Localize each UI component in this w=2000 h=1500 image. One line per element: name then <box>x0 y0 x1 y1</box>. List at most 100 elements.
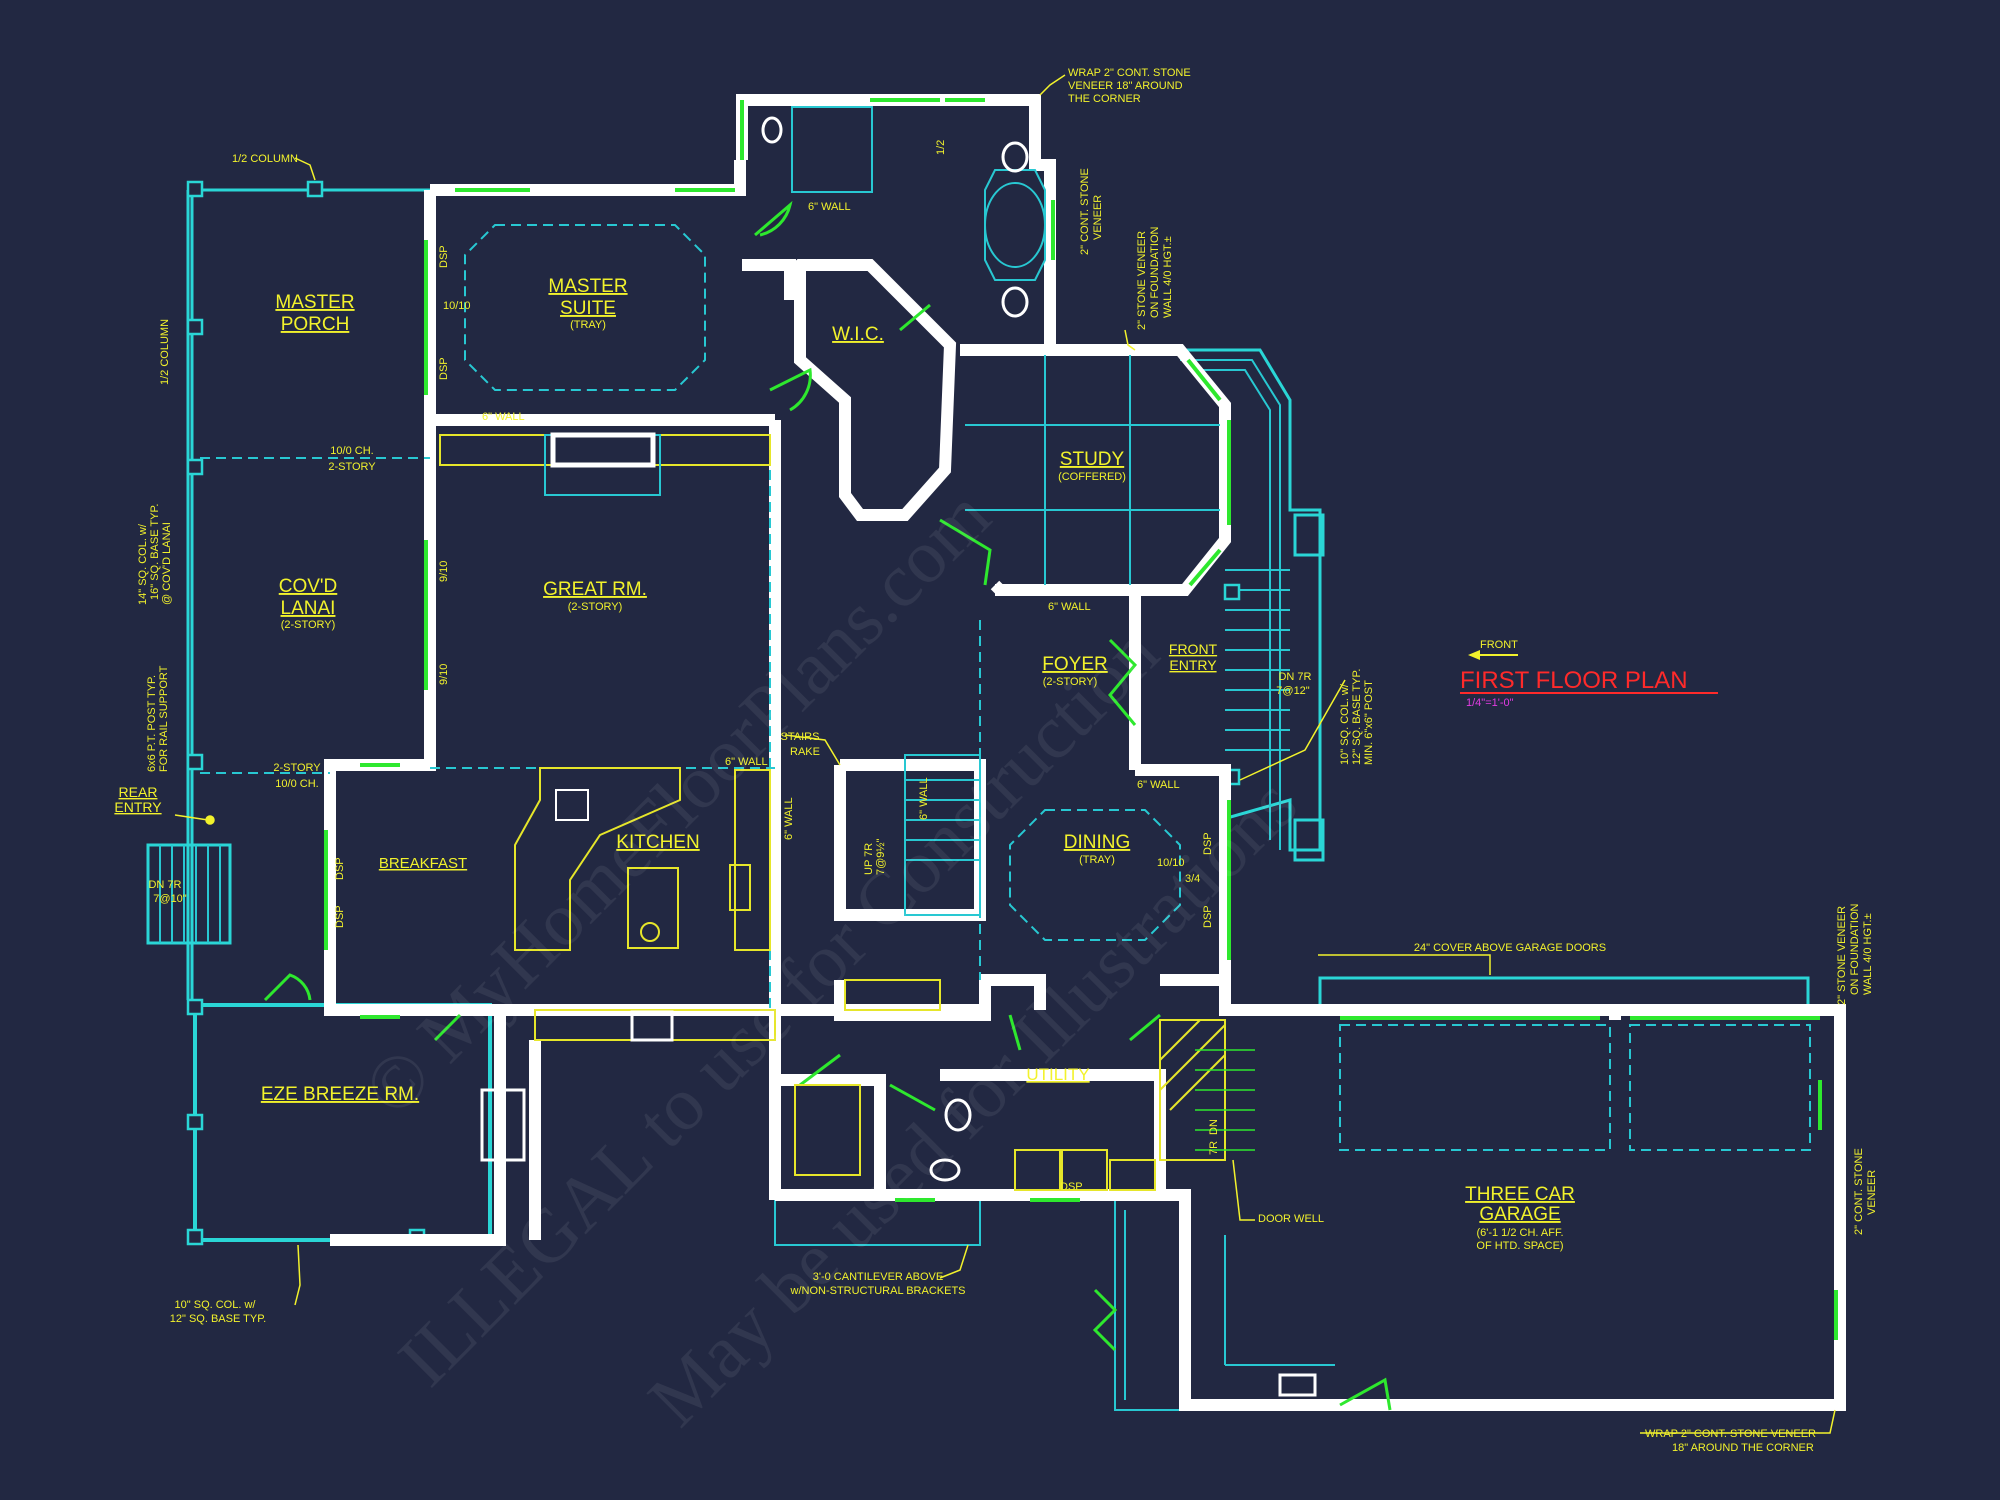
label-master-suite-2: SUITE <box>560 298 616 319</box>
note-col10-front-3: MIN. 6"x6" POST <box>1363 680 1375 765</box>
label-garage-2: GARAGE <box>1479 1204 1560 1225</box>
note-dsp-4: DSP <box>334 905 346 928</box>
note-col10-front-2: 12" SQ. BASE TYP. <box>1351 669 1363 765</box>
note-12: 1/2 <box>935 140 947 155</box>
plan-title: FIRST FLOOR PLAN 1/4"=1'-0" <box>1460 667 1718 709</box>
note-post: 6x6 P.T. POST TYP. <box>146 675 158 772</box>
note-cont-stone-right: 2" CONT. STONE <box>1853 1148 1865 1235</box>
title-scale: 1/4"=1'-0" <box>1466 697 1514 709</box>
label-wic: W.I.C. <box>832 324 884 345</box>
note-dn-front-2: 7@12" <box>1276 685 1310 697</box>
note-col14-2: 16" SQ. BASE TYP. <box>149 504 161 600</box>
note-col14: 14" SQ. COL. w/ <box>137 523 149 605</box>
note-stone-foundation-top-2: ON FOUNDATION <box>1149 226 1161 318</box>
note-cont-stone: 2" CONT. STONE <box>1079 168 1091 255</box>
note-cantilever: 3'-0 CANTILEVER ABOVE <box>813 1271 943 1283</box>
note-stone-foundation-top-3: WALL 4/0 HGT.± <box>1162 236 1174 318</box>
note-dn-rear: DN 7R <box>148 879 181 891</box>
note-910-a: 9/10 <box>438 561 450 582</box>
label-rear-entry-2: ENTRY <box>114 799 162 815</box>
note-cont-stone-2: VENEER <box>1092 195 1104 240</box>
note-cantilever-2: w/NON-STRUCTURAL BRACKETS <box>790 1285 966 1297</box>
note-1010-a: 10/10 <box>443 300 471 312</box>
note-ch-bottom-2: 10/0 CH. <box>275 778 318 790</box>
note-six-wall-stair-vert: 6" WALL <box>918 777 930 820</box>
note-half-column-side: 1/2 COLUMN <box>159 319 171 385</box>
note-ch-top-2: 2-STORY <box>328 461 376 473</box>
note-wrap-stone-bottom: WRAP 2" CONT. STONE VENEER <box>1645 1428 1816 1440</box>
note-wrap-stone-top: WRAP 2" CONT. STONE <box>1068 67 1191 79</box>
note-six-wall-suite: 6" WALL <box>482 411 525 423</box>
note-six-wall-stair: 6" WALL <box>1137 779 1180 791</box>
doors <box>263 200 1392 1411</box>
note-1010-b: 10/10 <box>1157 857 1185 869</box>
label-utility: UTILITY <box>1026 1065 1089 1084</box>
note-six-wall-vert: 6" WALL <box>783 797 795 840</box>
label-dining: DINING <box>1064 832 1131 853</box>
label-garage-3: (6'-1 1/2 CH. AFF. <box>1476 1227 1563 1239</box>
leaders <box>174 74 1836 1434</box>
note-col10-bottom: 10" SQ. COL. w/ <box>175 1299 257 1311</box>
note-half-column-top: 1/2 COLUMN <box>232 153 298 165</box>
label-covd-lanai-2: LANAI <box>281 598 336 619</box>
note-six-wall-bath: 6" WALL <box>808 201 851 213</box>
notes: 1/2 COLUMN 1/2 COLUMN WRAP 2" CONT. STON… <box>137 67 1878 1454</box>
note-wrap-stone-top-3: THE CORNER <box>1068 93 1141 105</box>
note-wrap-stone-bottom-2: 18" AROUND THE CORNER <box>1672 1442 1814 1454</box>
room-labels: MASTER PORCH MASTER SUITE (TRAY) W.I.C. … <box>114 276 1575 1252</box>
note-up-stair-2: 7@9½" <box>875 838 887 875</box>
note-dn-front: DN 7R <box>1278 671 1311 683</box>
label-eze-breeze: EZE BREEZE RM. <box>261 1084 419 1105</box>
note-34: 3/4 <box>1185 873 1200 885</box>
note-dsp-2: DSP <box>438 357 450 380</box>
label-front-entry: FRONT <box>1169 641 1218 657</box>
title-text: FIRST FLOOR PLAN <box>1460 667 1688 694</box>
label-master-porch-2: PORCH <box>281 314 350 335</box>
label-great-rm-2story: (2-STORY) <box>568 601 623 613</box>
note-up-stair: UP 7R <box>863 843 875 875</box>
note-stone-foundation-right-2: ON FOUNDATION <box>1849 903 1861 995</box>
note-dn-well: DN <box>1208 1119 1220 1135</box>
label-dining-tray: (TRAY) <box>1079 854 1115 866</box>
label-front-entry-2: ENTRY <box>1169 657 1217 673</box>
label-breakfast: BREAKFAST <box>379 855 467 872</box>
note-wrap-stone-top-2: VENEER 18" AROUND <box>1068 80 1183 92</box>
note-ch-top: 10/0 CH. <box>330 445 373 457</box>
label-master-porch: MASTER <box>275 292 354 313</box>
note-col14-3: @ COV'D LANAI <box>161 522 173 605</box>
note-dsp-1: DSP <box>438 245 450 268</box>
note-910-b: 9/10 <box>438 664 450 685</box>
label-study-coffered: (COFFERED) <box>1058 471 1126 483</box>
note-stone-foundation-top: 2" STONE VENEER <box>1136 231 1148 330</box>
label-covd-lanai: COV'D <box>279 576 338 597</box>
label-garage-4: OF HTD. SPACE) <box>1476 1240 1563 1252</box>
label-covd-lanai-2story: (2-STORY) <box>281 619 336 631</box>
details <box>200 106 1811 1397</box>
note-dsp-7: DSP <box>1060 1181 1083 1193</box>
note-post-2: FOR RAIL SUPPORT <box>158 665 170 772</box>
label-kitchen: KITCHEN <box>616 832 699 853</box>
label-garage: THREE CAR <box>1465 1184 1575 1205</box>
label-study: STUDY <box>1060 449 1125 470</box>
label-great-rm: GREAT RM. <box>543 579 647 600</box>
label-master-suite-tray: (TRAY) <box>570 319 606 331</box>
note-cover-garage: 24" COVER ABOVE GARAGE DOORS <box>1414 942 1606 954</box>
note-dn-rear-2: 7@10" <box>153 893 187 905</box>
label-master-suite: MASTER <box>548 276 627 297</box>
label-foyer-2story: (2-STORY) <box>1043 676 1098 688</box>
windows <box>324 98 1838 1340</box>
watermark: © MyHomeFloorPlans.com ILLEGAL to use fo… <box>348 474 1313 1443</box>
note-col10-front: 10" SQ. COL. w/ <box>1339 683 1351 765</box>
note-ch-bottom: 2-STORY <box>273 762 321 774</box>
note-six-wall-study: 6" WALL <box>1048 601 1091 613</box>
label-foyer: FOYER <box>1042 654 1107 675</box>
note-dn-well-2: 7R <box>1208 1141 1220 1155</box>
note-col10-bottom-2: 12" SQ. BASE TYP. <box>170 1313 266 1325</box>
note-stairs-rake-2: RAKE <box>790 746 820 758</box>
note-door-well: DOOR WELL <box>1258 1213 1324 1225</box>
note-dsp-6: DSP <box>1202 905 1214 928</box>
note-dsp-5: DSP <box>1202 832 1214 855</box>
note-six-wall-kitchen: 6" WALL <box>725 756 768 768</box>
note-dsp-3: DSP <box>334 857 346 880</box>
